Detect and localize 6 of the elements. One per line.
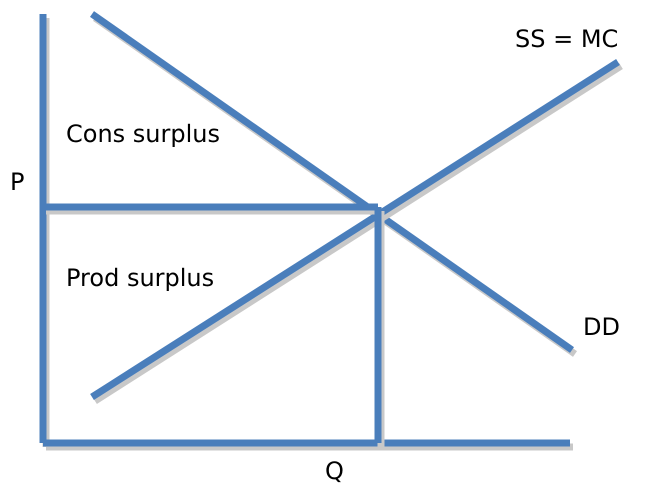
area-label: Prod surplus [66,266,214,290]
axis-label: P [10,170,24,194]
axis-label: Q [325,459,344,483]
area-label: Cons surplus [66,122,220,146]
supply-label: SS = MC [515,27,618,51]
demand-label: DD [583,315,620,339]
